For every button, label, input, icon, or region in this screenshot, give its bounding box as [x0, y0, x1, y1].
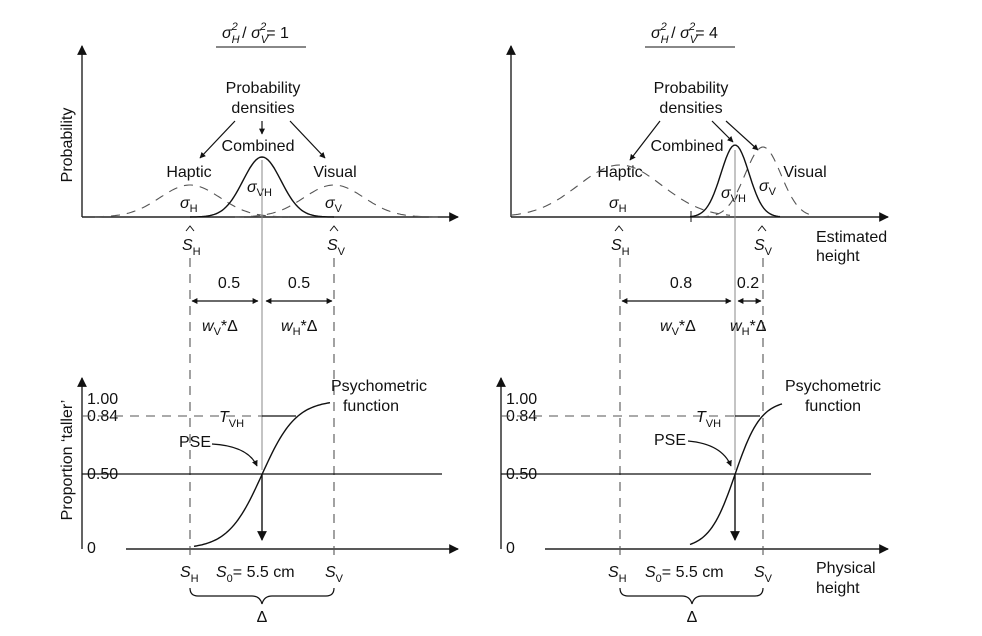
brace-left — [189, 587, 335, 605]
s-hat-v-right: SV — [754, 237, 773, 258]
sigma-vh-left: σVH — [247, 179, 272, 199]
tick-label-1-00-right: 1.00 — [506, 391, 537, 408]
hat-h-right — [614, 225, 624, 232]
sigma-v-right: σV — [759, 178, 777, 198]
pointer-to-haptic-right — [629, 120, 661, 161]
right-panel: σH2 / σV2= 4 Probability densities Combi… — [496, 21, 889, 626]
s-hat-v-left: SV — [327, 237, 346, 258]
pse-pointer-right — [687, 440, 732, 467]
s-h-bottom-left: SH — [180, 564, 199, 585]
pointer-to-combined-right — [711, 120, 734, 143]
pse-label-left: PSE — [179, 434, 211, 451]
pointer-to-visual-left — [289, 120, 326, 159]
weight-left-value-left: 0.5 — [218, 275, 240, 292]
haptic-label-left: Haptic — [166, 164, 211, 181]
haptic-density-left — [94, 184, 290, 218]
delta-label-left: Δ — [257, 609, 268, 626]
hat-v-right — [757, 225, 767, 232]
x-axis-label-physical: Physical — [816, 560, 876, 577]
combined-density-right — [689, 144, 781, 218]
haptic-density-right — [511, 164, 731, 216]
s-hat-h-left: SH — [182, 237, 201, 258]
combined-density-left — [189, 156, 335, 218]
psychometric-label-left: Psychometric — [331, 378, 427, 395]
y-axis-label-probability: Probability — [59, 108, 76, 183]
x-axis-label-estimated-height: height — [816, 248, 860, 265]
sigma-h-right: σH — [609, 195, 627, 215]
s0-label-right: S0= 5.5 cm — [645, 564, 724, 585]
t-vh-label-right: TVH — [696, 409, 721, 430]
hat-h-left — [185, 225, 195, 232]
weight-right-value-left: 0.5 — [288, 275, 310, 292]
sigma-vh-right: σVH — [721, 185, 746, 205]
haptic-label-right: Haptic — [597, 164, 642, 181]
brace-right — [619, 587, 764, 605]
variance-ratio-left: σH2 / σV2= 1 — [222, 21, 289, 46]
s0-label-left: S0= 5.5 cm — [216, 564, 295, 585]
sigma-v-left: σV — [325, 195, 343, 215]
psychometric-label-right: Psychometric — [785, 378, 881, 395]
x-axis-label-estimated: Estimated — [816, 229, 887, 246]
wh-delta-right: wH*Δ — [730, 318, 767, 338]
delta-label-right: Δ — [687, 609, 698, 626]
psychometric-label-right-2: function — [805, 398, 861, 415]
visual-density-left — [234, 184, 439, 218]
prob-densities-label-right: Probability — [654, 80, 729, 97]
pointer-to-visual-right — [725, 120, 759, 151]
pse-label-right: PSE — [654, 432, 686, 449]
pse-pointer-left — [211, 443, 258, 467]
wv-delta-right: wV*Δ — [660, 318, 696, 338]
visual-density-right — [700, 146, 813, 218]
prob-densities-label-right-2: densities — [659, 100, 722, 117]
y-axis-label-proportion: Proportion ‘taller’ — [59, 400, 76, 521]
t-vh-label-left: TVH — [219, 409, 244, 430]
weight-left-value-right: 0.8 — [670, 275, 692, 292]
tick-label-0-right: 0 — [506, 540, 515, 557]
tick-label-1-00-left: 1.00 — [87, 391, 118, 408]
visual-label-right: Visual — [783, 164, 826, 181]
psychometric-curve-right — [689, 403, 783, 546]
s-hat-h-right: SH — [611, 237, 630, 258]
weight-right-value-right: 0.2 — [737, 275, 759, 292]
tick-label-0-left: 0 — [87, 540, 96, 557]
s-v-bottom-left: SV — [325, 564, 344, 585]
wh-delta-left: wH*Δ — [281, 318, 318, 338]
s-h-bottom-right: SH — [608, 564, 627, 585]
variance-ratio-right: σH2 / σV2= 4 — [651, 21, 718, 46]
x-axis-label-physical-height: height — [816, 580, 860, 597]
prob-densities-label-left-2: densities — [231, 100, 294, 117]
sigma-h-left: σH — [180, 195, 198, 215]
visual-label-left: Visual — [313, 164, 356, 181]
s-v-bottom-right: SV — [754, 564, 773, 585]
prob-densities-label-left: Probability — [226, 80, 301, 97]
left-panel: σH2 / σV2= 1 Probability densities Combi… — [77, 21, 459, 626]
combined-label-left: Combined — [222, 138, 295, 155]
psychometric-label-left-2: function — [343, 398, 399, 415]
combined-label-right: Combined — [651, 138, 724, 155]
wv-delta-left: wV*Δ — [202, 318, 238, 338]
hat-v-left — [329, 225, 339, 232]
pointer-to-haptic-left — [199, 120, 236, 159]
